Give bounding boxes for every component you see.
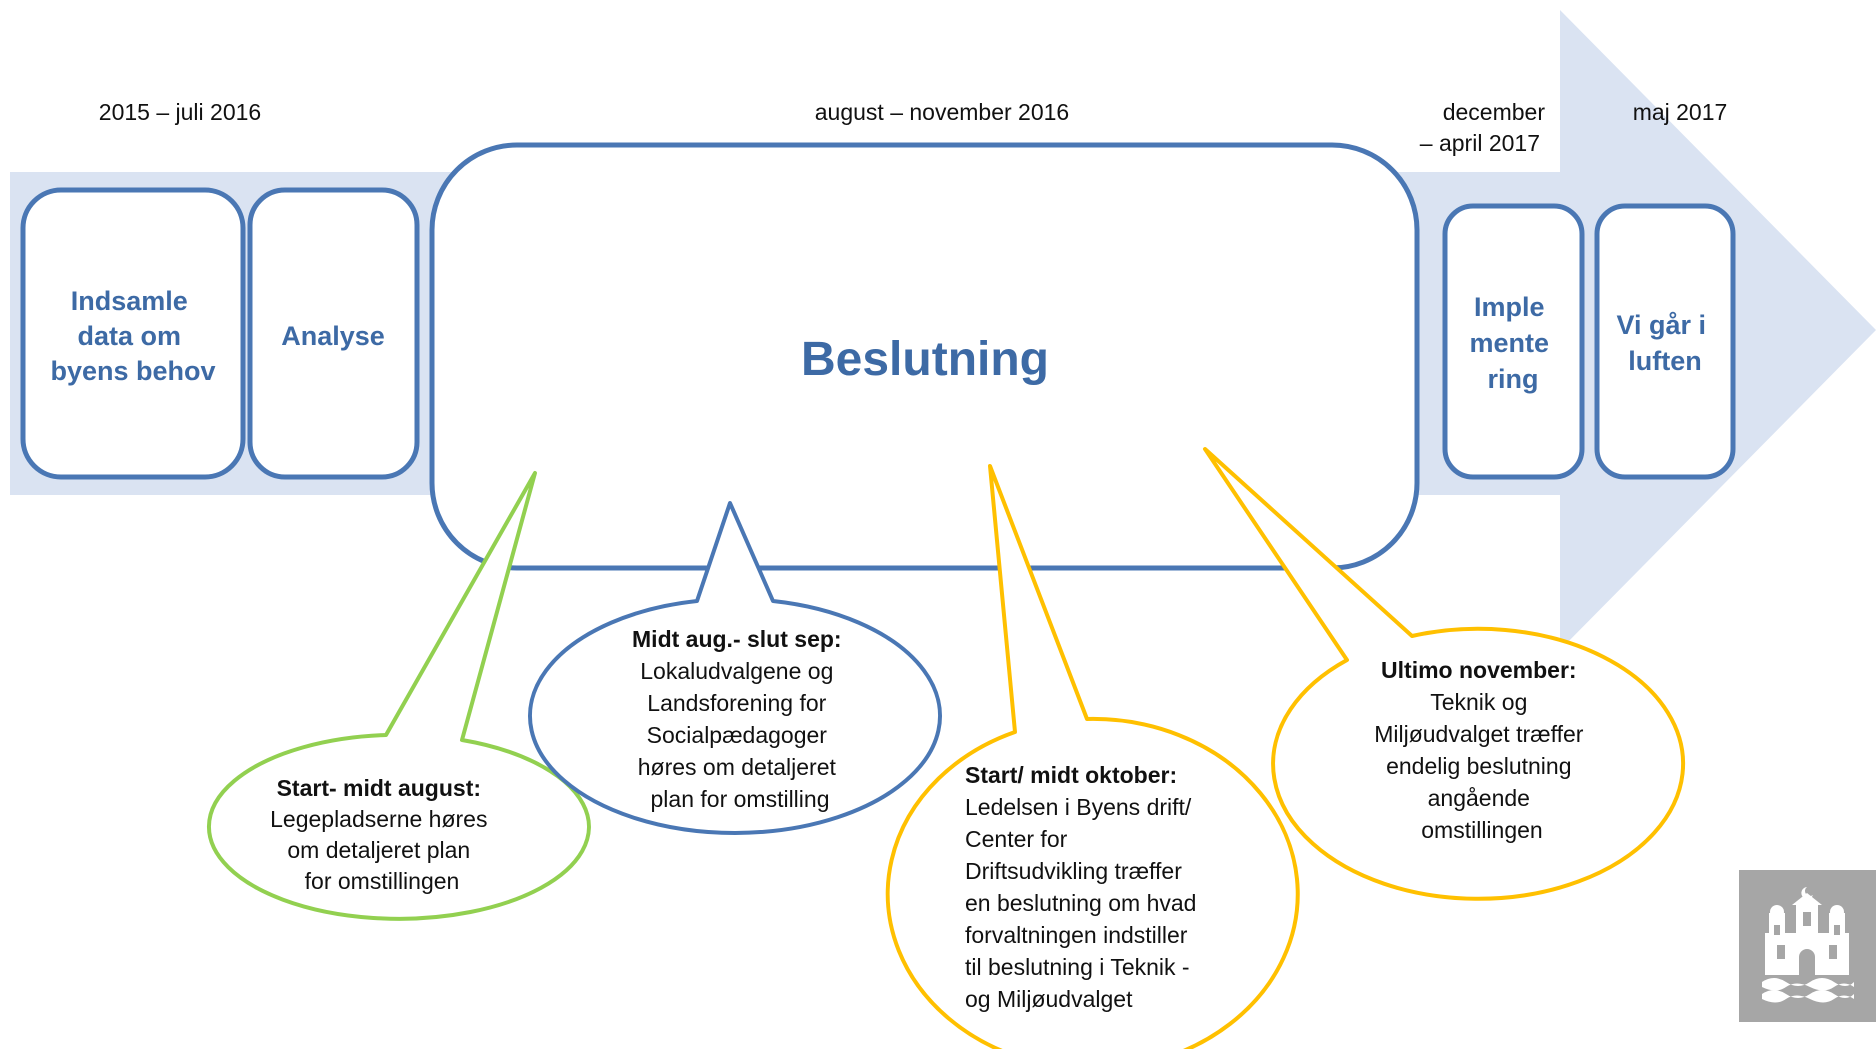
svg-text:Start- midt august: Lege: Start- midt august: Legepladserne høres … [270, 775, 494, 894]
callout-green-line2: om detaljeret plan [287, 837, 470, 863]
date-phase2: august – november 2016 [815, 99, 1069, 125]
callout-oktober-line2: Center for [965, 826, 1068, 852]
callout-oktober-line4: en beslutning om hvad [965, 890, 1196, 916]
callout-november-line4: angående [1428, 785, 1530, 811]
stage-analyse: Analyse [247, 187, 420, 480]
svg-text:Midt aug.- slut sep: Lok: Midt aug.- slut sep: Lokaludvalgene og L… [632, 626, 848, 812]
callout-blue-line3: Socialpædagoger [647, 722, 828, 748]
callout-november-line5: omstillingen [1421, 817, 1542, 843]
callout-oktober-title: Start/ midt oktober: [965, 762, 1177, 788]
copenhagen-coat-of-arms-icon [1739, 870, 1876, 1022]
callout-oktober-line6: til beslutning i Teknik - [965, 954, 1190, 980]
callout-midt-aug-slut-sep: Midt aug.- slut sep: Lokaludvalgene og L… [528, 501, 942, 835]
callout-start-midt-oktober: Start/ midt oktober: Ledelsen i Byens dr… [885, 464, 1300, 1049]
stage-implementering-line2: mente [1469, 328, 1549, 358]
callout-green-line1: Legepladserne høres [270, 806, 487, 832]
callout-start-midt-august: Start- midt august: Legepladserne høres … [206, 471, 591, 921]
stage-indsamle-line3: byens behov [50, 356, 215, 386]
svg-text:Indsamle data om b: Indsamle data om byens behov [50, 286, 215, 386]
stage-analyse-label: Analyse [281, 321, 385, 351]
callout-blue-line4: høres om detaljeret [638, 754, 837, 780]
stage-luften: Vi går i luften [1594, 203, 1736, 480]
stage-luften-line1: Vi går i [1616, 310, 1706, 340]
callout-oktober-line7: og Miljøudvalget [965, 986, 1133, 1012]
callout-november-line2: Miljøudvalget træffer [1374, 721, 1584, 747]
stage-indsamle-line2: data om [77, 321, 181, 351]
svg-text:Vi går i luften: Vi går i luften [1616, 310, 1713, 376]
callout-blue-line5: plan for omstilling [651, 786, 830, 812]
callout-oktober-line5: forvaltningen indstiller [965, 922, 1188, 948]
date-phase4: maj 2017 [1633, 99, 1728, 125]
date-phase3-line1: december [1443, 99, 1546, 125]
svg-text:Ultimo november: Teknik: Ultimo november: Teknik og Miljøudvalget… [1374, 657, 1590, 843]
date-phase1: 2015 – juli 2016 [99, 99, 261, 125]
stage-beslutning: Beslutning [429, 142, 1420, 571]
stage-implementering-line3: ring [1488, 364, 1539, 394]
callout-ultimo-november: Ultimo november: Teknik og Miljøudvalget… [1203, 447, 1686, 901]
callout-green-title: Start- midt august: [277, 775, 481, 801]
callout-blue-title: Midt aug.- slut sep: [632, 626, 842, 652]
svg-text:Imple mente ring: Imple mente ring [1469, 292, 1556, 394]
stage-implementering: Imple mente ring [1442, 203, 1585, 480]
stage-indsamle-line1: Indsamle [71, 286, 188, 316]
callout-green-line3: for omstillingen [305, 868, 460, 894]
svg-text:Start/ midt oktober: Led: Start/ midt oktober: Ledelsen i Byens dr… [965, 762, 1203, 1012]
callout-november-title: Ultimo november: [1381, 657, 1577, 683]
callout-blue-line2: Landsforening for [647, 690, 826, 716]
stage-indsamle: Indsamle data om byens behov [20, 187, 246, 480]
date-phase3-line2: – april 2017 [1420, 130, 1540, 156]
callout-oktober-line1: Ledelsen i Byens drift/ [965, 794, 1192, 820]
callout-november-line1: Teknik og [1430, 689, 1527, 715]
callout-oktober-line3: Driftsudvikling træffer [965, 858, 1182, 884]
stage-implementering-line1: Imple [1474, 292, 1545, 322]
callout-november-line3: endelig beslutning [1386, 753, 1571, 779]
callout-blue-line1: Lokaludvalgene og [640, 658, 833, 684]
stage-beslutning-label: Beslutning [801, 333, 1049, 386]
stage-luften-line2: luften [1628, 346, 1702, 376]
